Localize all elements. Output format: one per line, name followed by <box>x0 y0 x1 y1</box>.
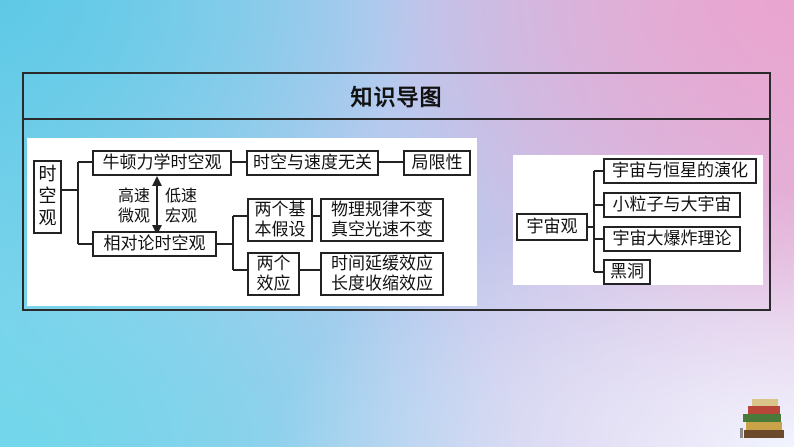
relativity-spacetime-box: 相对论时空观 <box>92 231 217 257</box>
universe-item-3: 宇宙大爆炸理论 <box>603 226 741 252</box>
universe-view-box: 宇宙观 <box>516 213 588 241</box>
newton-spacetime-box: 牛顿力学时空观 <box>92 150 232 176</box>
two-effects-box: 两个 效应 <box>247 252 300 296</box>
page-title: 知识导图 <box>350 86 443 111</box>
low-speed-macro-label: 低速 宏观 <box>164 186 197 225</box>
title-bar: 知识导图 <box>22 72 771 120</box>
universe-item-2: 小粒子与大宇宙 <box>603 192 741 218</box>
universe-item-4: 黑洞 <box>603 259 651 285</box>
root-spacetime-view: 时 空 观 <box>33 160 62 234</box>
two-postulates-box: 两个基 本假设 <box>247 198 313 242</box>
speed-independent-box: 时空与速度无关 <box>246 150 379 176</box>
effects-content-box: 时间延缓效应 长度收缩效应 <box>320 252 444 296</box>
postulates-content-box: 物理规律不变 真空光速不变 <box>320 198 444 242</box>
books-icon <box>740 399 784 438</box>
limitation-box: 局限性 <box>403 150 471 176</box>
universe-item-1: 宇宙与恒星的演化 <box>603 158 757 184</box>
high-speed-micro-label: 高速 微观 <box>117 186 150 225</box>
